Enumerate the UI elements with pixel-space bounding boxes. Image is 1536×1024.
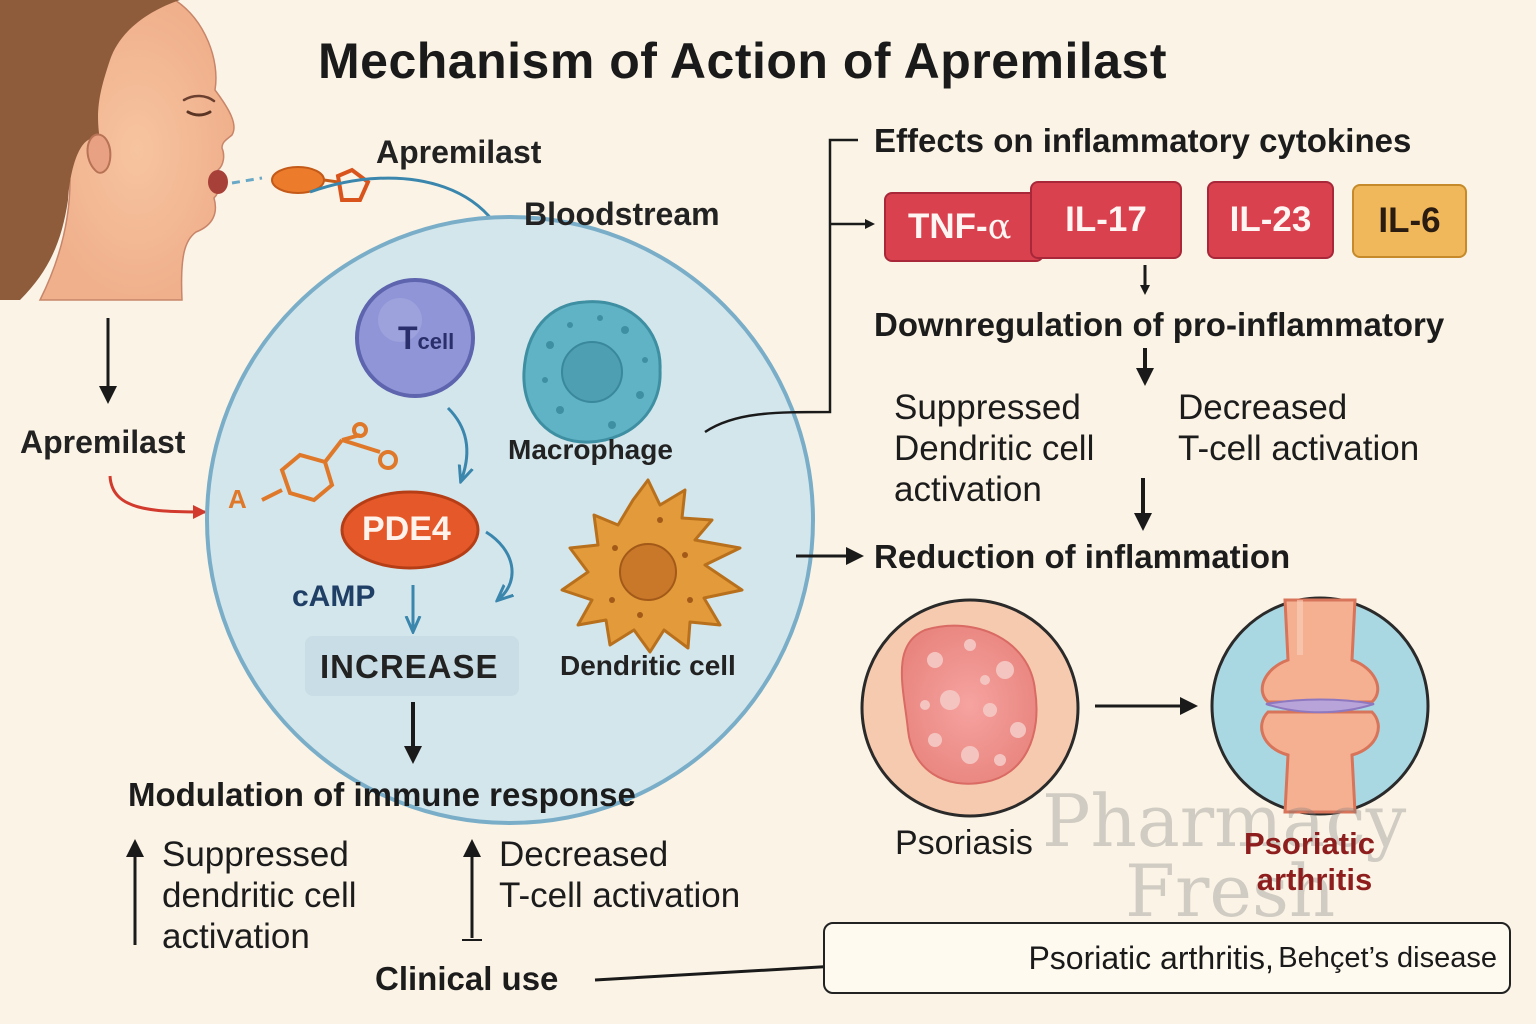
dendritic-cell-illustration	[560, 478, 744, 654]
increase-label: INCREASE	[320, 648, 499, 685]
suppressed-right-text: Suppressed Dendritic cell activation	[894, 388, 1095, 509]
macrophage-connector	[704, 138, 858, 434]
psoriatic-arthritis-label: Psoriatic arthritis	[1244, 826, 1375, 897]
suppressed-left-text: Suppressed dendritic cell activation	[162, 835, 357, 956]
t-cell-label: Tcell	[398, 320, 455, 356]
bloodstream-label: Bloodstream	[524, 196, 720, 232]
psoriasis-label: Psoriasis	[895, 824, 1033, 862]
woman-profile-illustration	[0, 0, 235, 301]
pill-illustration	[231, 166, 371, 202]
pde4-enzyme	[340, 490, 480, 570]
immune-cell-circle	[205, 215, 815, 825]
psoriasis-illustration	[860, 598, 1080, 818]
cytokine-il-6: IL-6	[1352, 184, 1467, 258]
camp-label: cAMP	[292, 580, 376, 613]
macrophage-label: Macrophage	[508, 434, 673, 465]
tcell-to-pde4-arrow	[446, 406, 467, 478]
downregulation-heading: Downregulation of pro-inflammatory	[874, 306, 1445, 343]
decreased-left-text: Decreased T-cell activation	[499, 835, 741, 915]
cytokine-il-23: IL-23	[1207, 181, 1334, 259]
reduction-heading: Reduction of inflammation	[874, 538, 1291, 575]
clinical-use-box: Psoriatic arthritis, Behçet’s disease	[823, 922, 1511, 994]
apremilast-left-label: Apremilast	[20, 424, 186, 460]
decreased-right-text: Decreased T-cell activation	[1178, 388, 1420, 468]
t-cell-illustration	[355, 278, 475, 398]
cytokine-tnf-alpha: TNF-α	[884, 192, 1044, 262]
psoriatic-arthritis-illustration	[1210, 596, 1430, 816]
clinical-use-small: Behçet’s disease	[1278, 941, 1497, 974]
red-arrow	[108, 475, 207, 519]
pde4-label: PDE4	[362, 510, 451, 548]
page-title: Mechanism of Action of Apremilast	[318, 33, 1168, 89]
increase-box	[305, 636, 519, 696]
modulation-heading: Modulation of immune response	[128, 776, 636, 813]
pde4-to-dendritic-arrow	[485, 530, 512, 598]
effects-heading: Effects on inflammatory cytokines	[874, 122, 1412, 159]
macrophage-illustration	[522, 300, 662, 444]
molecule-a-label: A	[228, 484, 247, 514]
cytokine-il-17: IL-17	[1030, 181, 1182, 259]
watermark-line-1: Pharmacy	[1042, 779, 1407, 863]
apremilast-top-label: Apremilast	[376, 134, 542, 170]
clinical-use-label: Clinical use	[375, 960, 559, 997]
clinical-use-main: Psoriatic arthritis,	[1028, 939, 1274, 976]
watermark-line-2: Fresh	[1125, 849, 1336, 933]
apremilast-molecule-illustration	[261, 422, 398, 503]
dendritic-cell-label: Dendritic cell	[560, 650, 736, 681]
